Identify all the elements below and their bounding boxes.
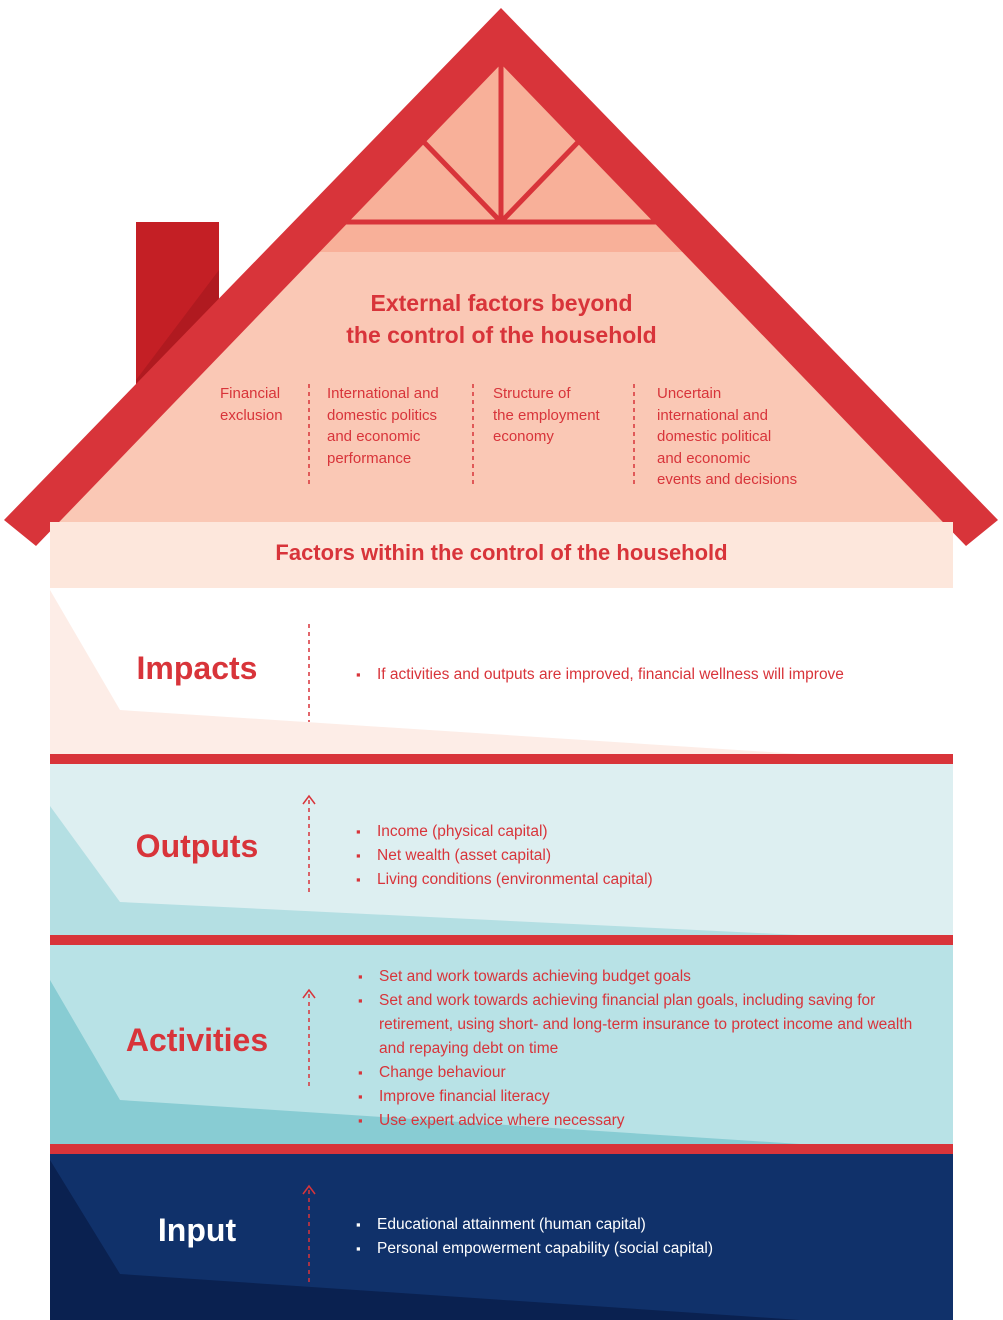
within-band (50, 522, 953, 588)
external-factor-line: domestic political (657, 428, 772, 445)
external-factor-politics: International and domestic politics and … (327, 383, 439, 469)
external-factor-line: and economic (657, 449, 751, 467)
list-item: Income (physical capital) (356, 820, 936, 844)
outputs-shade (50, 806, 800, 935)
separator-2 (50, 935, 953, 945)
roof-truss (340, 55, 662, 225)
list-item: If activities and outputs are improved, … (356, 663, 936, 687)
list-item: Improve financial literacy (358, 1085, 923, 1109)
external-factors-title: External factors beyond the control of t… (0, 287, 1003, 351)
external-factor-line: events and decisions (657, 471, 798, 488)
input-shade (50, 1160, 800, 1320)
separator-3 (50, 1144, 953, 1154)
impacts-list: If activities and outputs are improved, … (356, 663, 936, 687)
external-factors-title-line-1: External factors beyond (370, 290, 633, 316)
attic-fill (50, 40, 952, 522)
within-control-label: Factors within the control of the househ… (275, 540, 728, 565)
external-factor-financial-exclusion: Financial exclusion (220, 383, 283, 426)
list-item: Set and work towards achieving budget go… (358, 965, 923, 989)
external-factor-line: Uncertain (657, 385, 722, 402)
external-factor-line: and economic (327, 428, 421, 445)
input-list: Educational attainment (human capital) P… (356, 1213, 936, 1261)
external-factors-title-line-2: the control of the household (346, 322, 657, 348)
list-item: Living conditions (environmental capital… (356, 868, 936, 892)
external-factor-line: the employment (493, 406, 600, 424)
input-title: Input (157, 1212, 237, 1248)
outputs-title: Outputs (135, 828, 259, 864)
impacts-shade (50, 590, 800, 754)
list-item: Set and work towards achieving financial… (358, 989, 923, 1061)
activities-arrow-icon (302, 988, 316, 999)
list-item: Personal empowerment capability (social … (356, 1237, 936, 1261)
external-factor-line: Structure of (493, 385, 571, 402)
outputs-arrow-icon (302, 794, 316, 805)
external-factor-uncertain-events: Uncertain international and domestic pol… (657, 383, 797, 491)
list-item: Change behaviour (358, 1061, 923, 1085)
external-factor-line: International and (327, 385, 439, 402)
external-factor-line: domestic politics (327, 406, 438, 424)
external-factor-line: Financial (220, 385, 281, 402)
external-factor-line: exclusion (220, 406, 283, 424)
list-item: Use expert advice where necessary (358, 1109, 923, 1133)
input-arrow-icon (302, 1184, 316, 1195)
external-factor-line: international and (657, 406, 768, 424)
external-factor-line: economy (493, 428, 554, 445)
list-item: Net wealth (asset capital) (356, 844, 936, 868)
activities-list: Set and work towards achieving budget go… (358, 965, 923, 1133)
list-item: Educational attainment (human capital) (356, 1213, 936, 1237)
separator-1 (50, 754, 953, 764)
external-factor-line: performance (327, 449, 412, 467)
activities-shade (50, 980, 800, 1144)
activities-title: Activities (125, 1022, 269, 1058)
external-factor-employment-economy: Structure of the employment economy (493, 383, 600, 448)
attic-dividers (308, 384, 635, 486)
impacts-title: Impacts (136, 650, 258, 686)
outputs-list: Income (physical capital) Net wealth (as… (356, 820, 936, 892)
